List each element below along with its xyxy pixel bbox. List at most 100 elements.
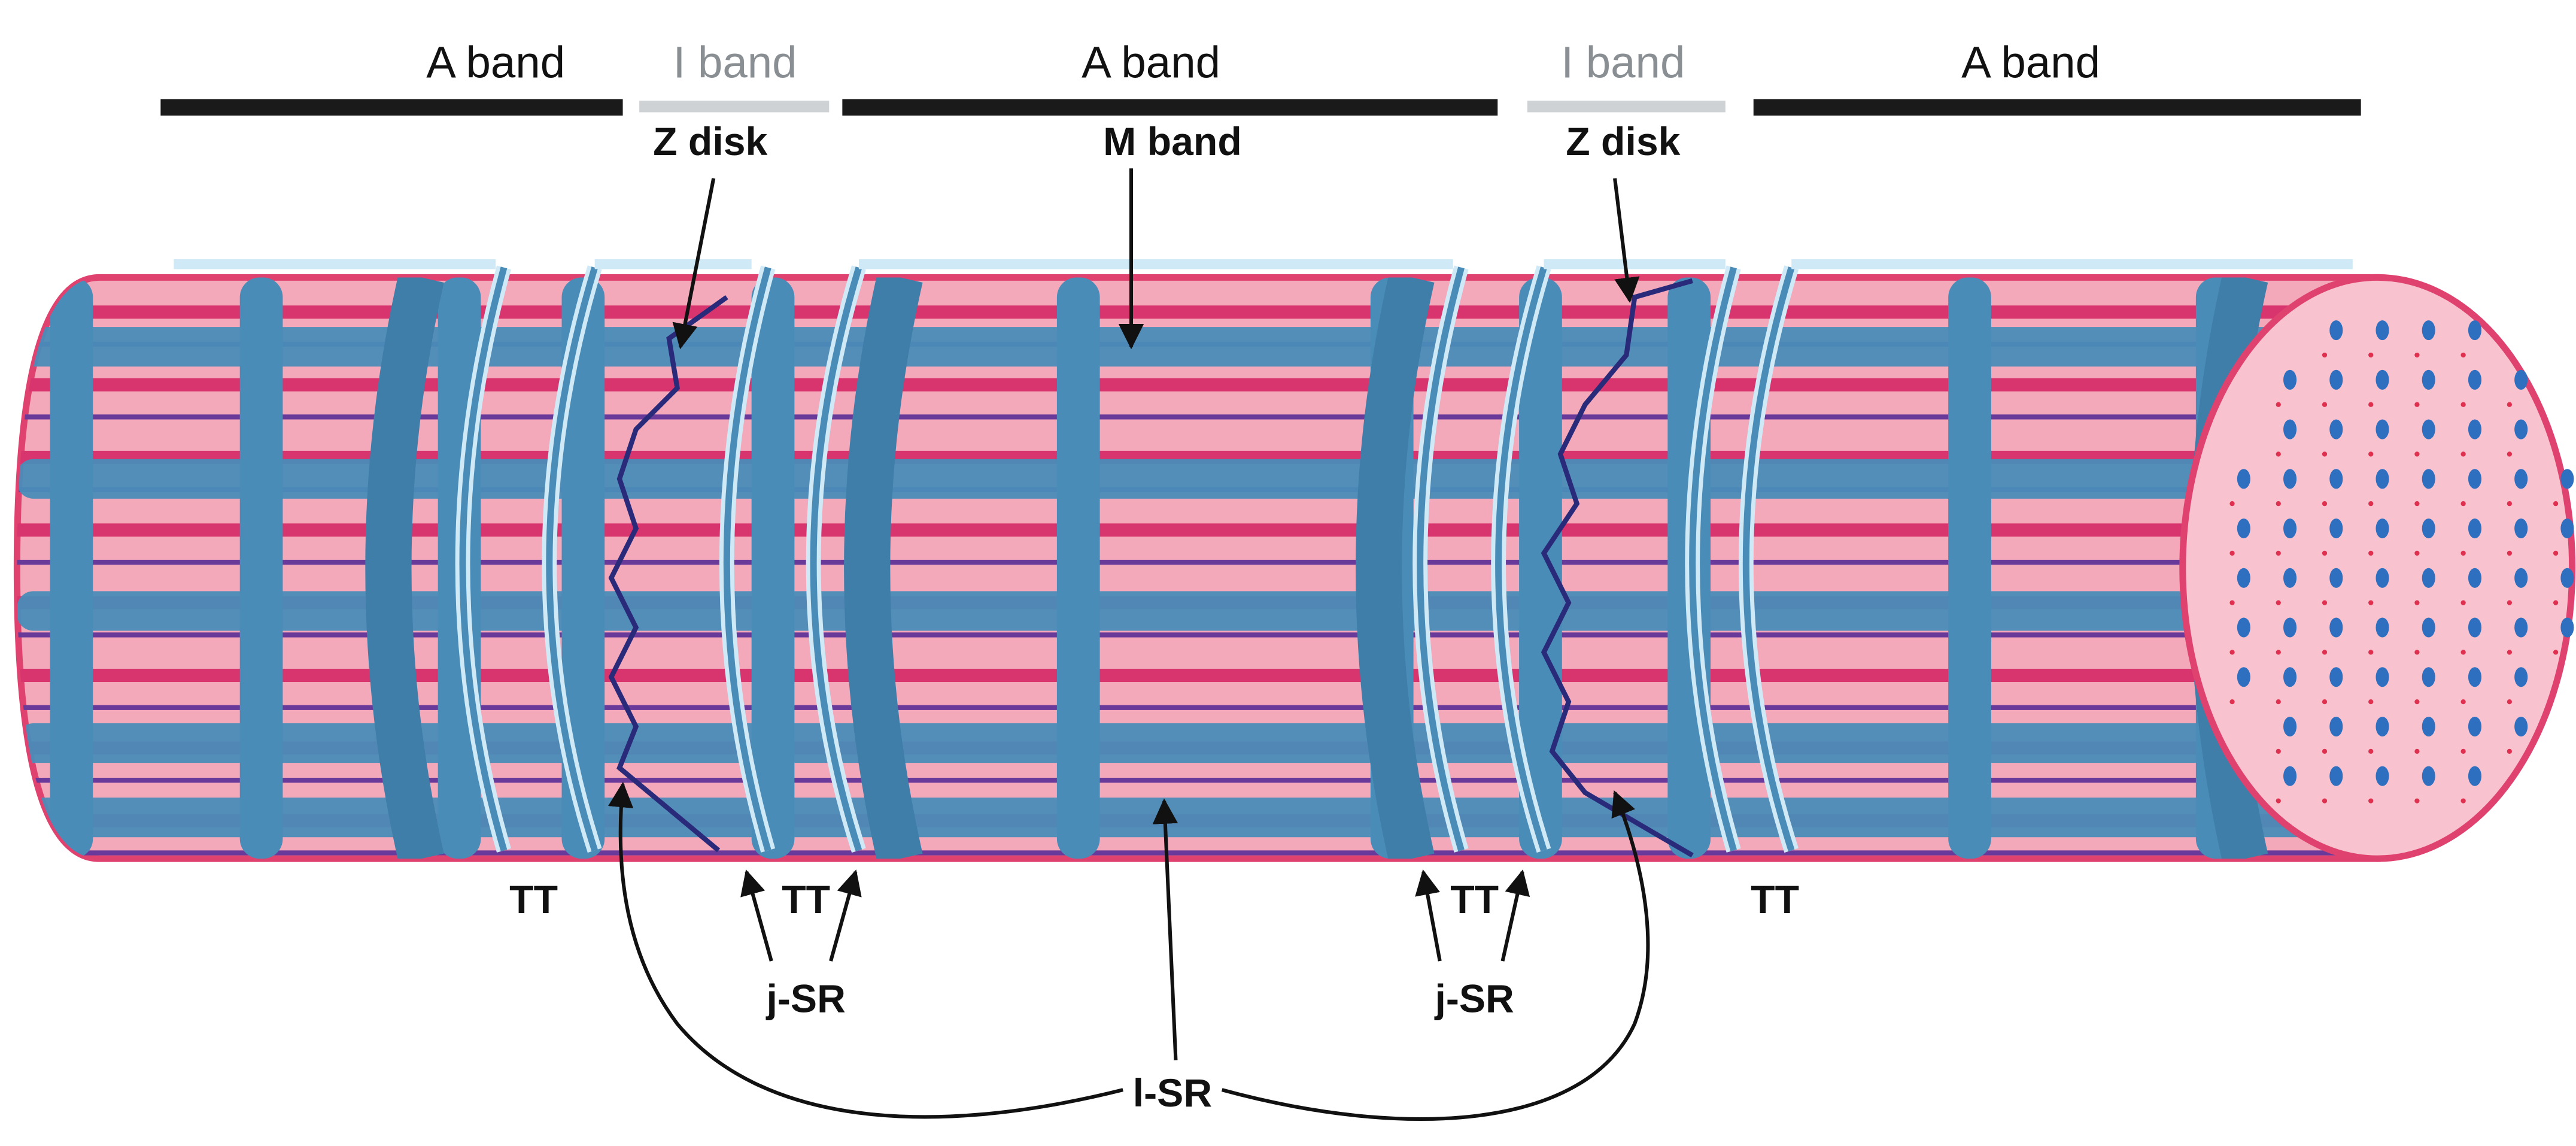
myofibril-dot	[2375, 617, 2389, 638]
myofibril-dot	[2422, 766, 2435, 786]
filament-dot	[2368, 451, 2374, 457]
filament-dot	[2322, 699, 2328, 705]
filament-dot	[2460, 550, 2466, 556]
filament-dot	[2368, 748, 2374, 754]
myofibril-dot	[2329, 617, 2343, 638]
myofibril-dot	[2283, 469, 2297, 489]
z-disk-line-right	[1541, 278, 1694, 858]
longitudinal-sr-band	[17, 723, 2378, 763]
myofilament-stripe	[17, 305, 2378, 319]
myofibril-dot	[2422, 716, 2435, 737]
myofibril-dot	[2560, 469, 2574, 489]
a-band-label-2: A band	[1082, 38, 1220, 87]
annotation-arrows	[607, 168, 1650, 1121]
myofibril-dot	[2514, 617, 2528, 638]
myofibril-dot	[2468, 766, 2481, 786]
myofibril-dot	[2375, 469, 2389, 489]
filament-dot	[2229, 550, 2235, 556]
filament-dot	[2414, 352, 2420, 358]
filament-dot	[2322, 352, 2328, 358]
myofibril-dot	[2514, 667, 2528, 687]
filament-dot	[2368, 402, 2374, 407]
sr-ring	[365, 277, 444, 859]
myofibril-dot	[2468, 469, 2481, 489]
myofilament-stripe	[17, 668, 2378, 683]
sr-crossbridge	[239, 277, 283, 859]
z-disk-label-left: Z disk	[653, 120, 767, 164]
filament-dot	[2368, 699, 2374, 705]
myofibril-dot	[2237, 568, 2250, 588]
filament-dot	[2276, 451, 2281, 457]
t-tubule-core	[723, 266, 862, 852]
myofibril-dot	[2422, 568, 2435, 588]
filament-dot	[2507, 650, 2513, 655]
filament-dot	[2507, 402, 2513, 407]
filament-dot	[2460, 501, 2466, 507]
myofibril-dot	[2329, 369, 2343, 390]
filament-dot	[2368, 798, 2374, 804]
band-bars: A band I band A band I band A band	[160, 38, 2361, 116]
longitudinal-sr-band	[17, 591, 2378, 631]
filament-dot	[2368, 550, 2374, 556]
filament-dot	[2414, 550, 2420, 556]
myofibril-dot	[2329, 766, 2343, 786]
filament-dot	[2322, 451, 2328, 457]
filament-dot	[2322, 501, 2328, 507]
myofibril-dot	[2514, 469, 2528, 489]
filament-dot	[2414, 451, 2420, 457]
i-band-bar-2	[1527, 101, 1726, 113]
myofibril-dot	[2375, 369, 2389, 390]
sr-ring	[1356, 277, 1435, 859]
i-band-label-1: I band	[673, 38, 797, 87]
myofibril-dot	[2375, 320, 2389, 341]
filament-dot	[2368, 501, 2374, 507]
a-band-bar-1	[160, 99, 623, 116]
a-band-label-1: A band	[426, 38, 565, 87]
myofibril-dot	[2237, 469, 2250, 489]
cross-section-myofibrils	[2229, 320, 2574, 804]
myofibril-dot	[2329, 469, 2343, 489]
i-band-label-2: I band	[1561, 38, 1685, 87]
filament-dot	[2460, 650, 2466, 655]
myofibril-dot	[2283, 369, 2297, 390]
filament-dot	[2322, 650, 2328, 655]
sr-crossbridge	[1948, 277, 1991, 859]
myofibril-dot	[2329, 419, 2343, 439]
lsr-arrow-right	[1221, 790, 1650, 1121]
filament-dot	[2414, 650, 2420, 655]
myofibril-dot	[2514, 716, 2528, 737]
myofilament-stripe	[17, 378, 2378, 392]
filament-dot	[2229, 501, 2235, 507]
filament-dot	[2553, 600, 2559, 605]
filament-dot	[2276, 402, 2281, 407]
myofibril-dot	[2514, 568, 2528, 588]
filament-dot	[2276, 650, 2281, 655]
filament-dot	[2507, 699, 2513, 705]
filament-dot	[2276, 748, 2281, 754]
tt-label-3: TT	[1450, 878, 1499, 922]
tt-label-4: TT	[1751, 878, 1799, 922]
a-band-bar-3	[1753, 99, 2361, 116]
myofibril-dot	[2329, 667, 2343, 687]
tt-label-1: TT	[509, 878, 558, 922]
filament-dot	[2460, 699, 2466, 705]
myofibril-dot	[2514, 419, 2528, 439]
lsr-arrow-center	[1152, 798, 1178, 1060]
filament-dot	[2322, 402, 2328, 407]
myofibril-dot	[2329, 716, 2343, 737]
filament-dot	[2507, 600, 2513, 605]
sr-crossbridge	[561, 277, 605, 859]
z-disk-label-right: Z disk	[1566, 120, 1680, 164]
myofibril-dot	[2375, 716, 2389, 737]
filament-dot	[2414, 402, 2420, 407]
myofibril-dot	[2283, 716, 2297, 737]
myofibril-dot	[2375, 518, 2389, 539]
z-disk-arrow-right	[1613, 178, 1640, 304]
filament-dot	[2368, 650, 2374, 655]
myofibril-dot	[2283, 617, 2297, 638]
t-tubule-rings	[174, 259, 2353, 853]
lsr-arrow-left	[607, 781, 1123, 1119]
filament-dot	[2322, 748, 2328, 754]
filament-dot	[2229, 600, 2235, 605]
